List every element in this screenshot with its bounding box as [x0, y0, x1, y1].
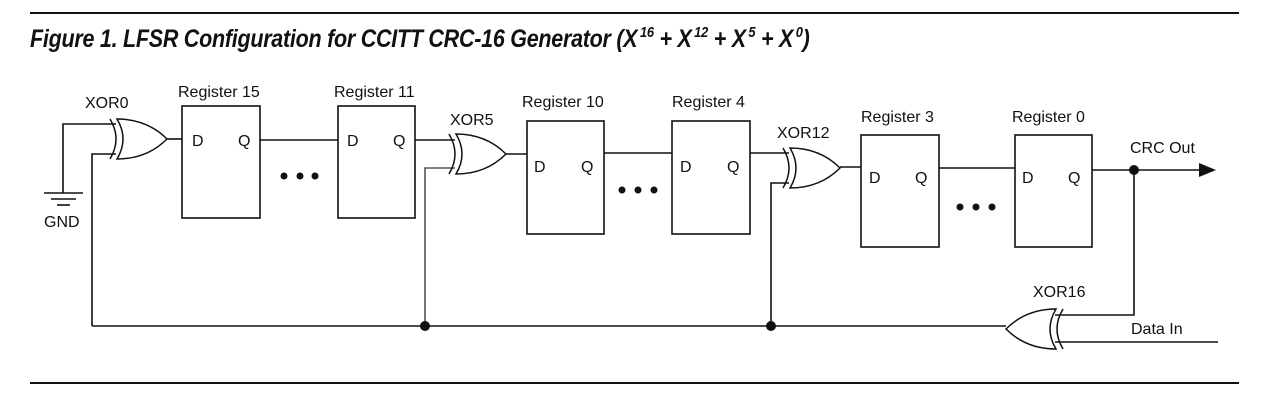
- crc-out-label: CRC Out: [1130, 140, 1195, 157]
- register-0: Register 0 D Q: [1012, 109, 1093, 248]
- wire-crc-tap: [1055, 170, 1135, 316]
- d-pin: D: [869, 170, 881, 187]
- register-10: Register 10 D Q: [522, 94, 605, 235]
- poly-term-base: X: [731, 25, 746, 53]
- bottom-rule: [30, 382, 1239, 384]
- ground-icon: [44, 192, 83, 206]
- junction-dot: [420, 321, 430, 331]
- q-pin: Q: [915, 170, 927, 187]
- junction-dot: [766, 321, 776, 331]
- ellipsis-icon: [956, 203, 996, 211]
- register-label: Register 15: [178, 84, 260, 101]
- xor-gate-icon: [782, 147, 841, 189]
- poly-term-base: X: [623, 25, 638, 53]
- register-11: Register 11 D Q: [334, 84, 416, 219]
- ellipsis-icon: [618, 186, 658, 194]
- d-pin: D: [347, 133, 359, 150]
- poly-term-base: X: [677, 25, 692, 53]
- title-suffix: ): [802, 25, 810, 53]
- poly-sep: +: [653, 25, 678, 53]
- top-rule: [30, 12, 1239, 14]
- xor-gate-icon: [448, 133, 507, 175]
- q-pin: Q: [1068, 170, 1080, 187]
- wire-feedback-xor0: [91, 153, 116, 326]
- poly-term-base: X: [779, 25, 794, 53]
- d-pin: D: [534, 159, 546, 176]
- poly-term-exp: 5: [748, 24, 756, 41]
- register-label: Register 0: [1012, 109, 1085, 126]
- register-label: Register 4: [672, 94, 745, 111]
- poly-term-exp: 16: [639, 24, 654, 41]
- register-label: Register 11: [334, 84, 415, 101]
- wire-feedback-xor12: [770, 182, 789, 326]
- poly-sep: +: [708, 25, 732, 53]
- register-label: Register 10: [522, 94, 604, 111]
- register-3: Register 3 D Q: [860, 109, 940, 248]
- title-text: Figure 1. LFSR Configuration for CCITT C…: [30, 25, 624, 53]
- d-pin: D: [1022, 170, 1034, 187]
- poly-sep: +: [755, 25, 780, 53]
- ground-label: GND: [44, 214, 80, 231]
- q-pin: Q: [393, 133, 405, 150]
- gate-label-xor12: XOR12: [777, 125, 830, 142]
- wire-feedback-xor5: [424, 167, 455, 326]
- wire-gnd-xor0: [62, 123, 116, 193]
- output-arrow-icon: [1199, 163, 1216, 177]
- q-pin: Q: [238, 133, 250, 150]
- junction-dot: [1129, 165, 1139, 175]
- gate-label-xor0: XOR0: [85, 95, 129, 112]
- xor-gate-icon: [109, 118, 168, 160]
- poly-term-exp: 12: [694, 24, 709, 41]
- poly-term-exp: 0: [795, 24, 803, 41]
- q-pin: Q: [581, 159, 593, 176]
- gate-label-xor16: XOR16: [1033, 284, 1086, 301]
- gate-label-xor5: XOR5: [450, 112, 494, 129]
- ellipsis-icon: [280, 172, 319, 180]
- q-pin: Q: [727, 159, 739, 176]
- xor-gate-icon: [1005, 308, 1064, 350]
- figure-title: Figure 1. LFSR Configuration for CCITT C…: [30, 24, 810, 54]
- register-label: Register 3: [861, 109, 934, 126]
- d-pin: D: [192, 133, 204, 150]
- d-pin: D: [680, 159, 692, 176]
- register-4: Register 4 D Q: [671, 94, 751, 235]
- register-15: Register 15 D Q: [178, 84, 261, 219]
- data-in-label: Data In: [1131, 321, 1183, 338]
